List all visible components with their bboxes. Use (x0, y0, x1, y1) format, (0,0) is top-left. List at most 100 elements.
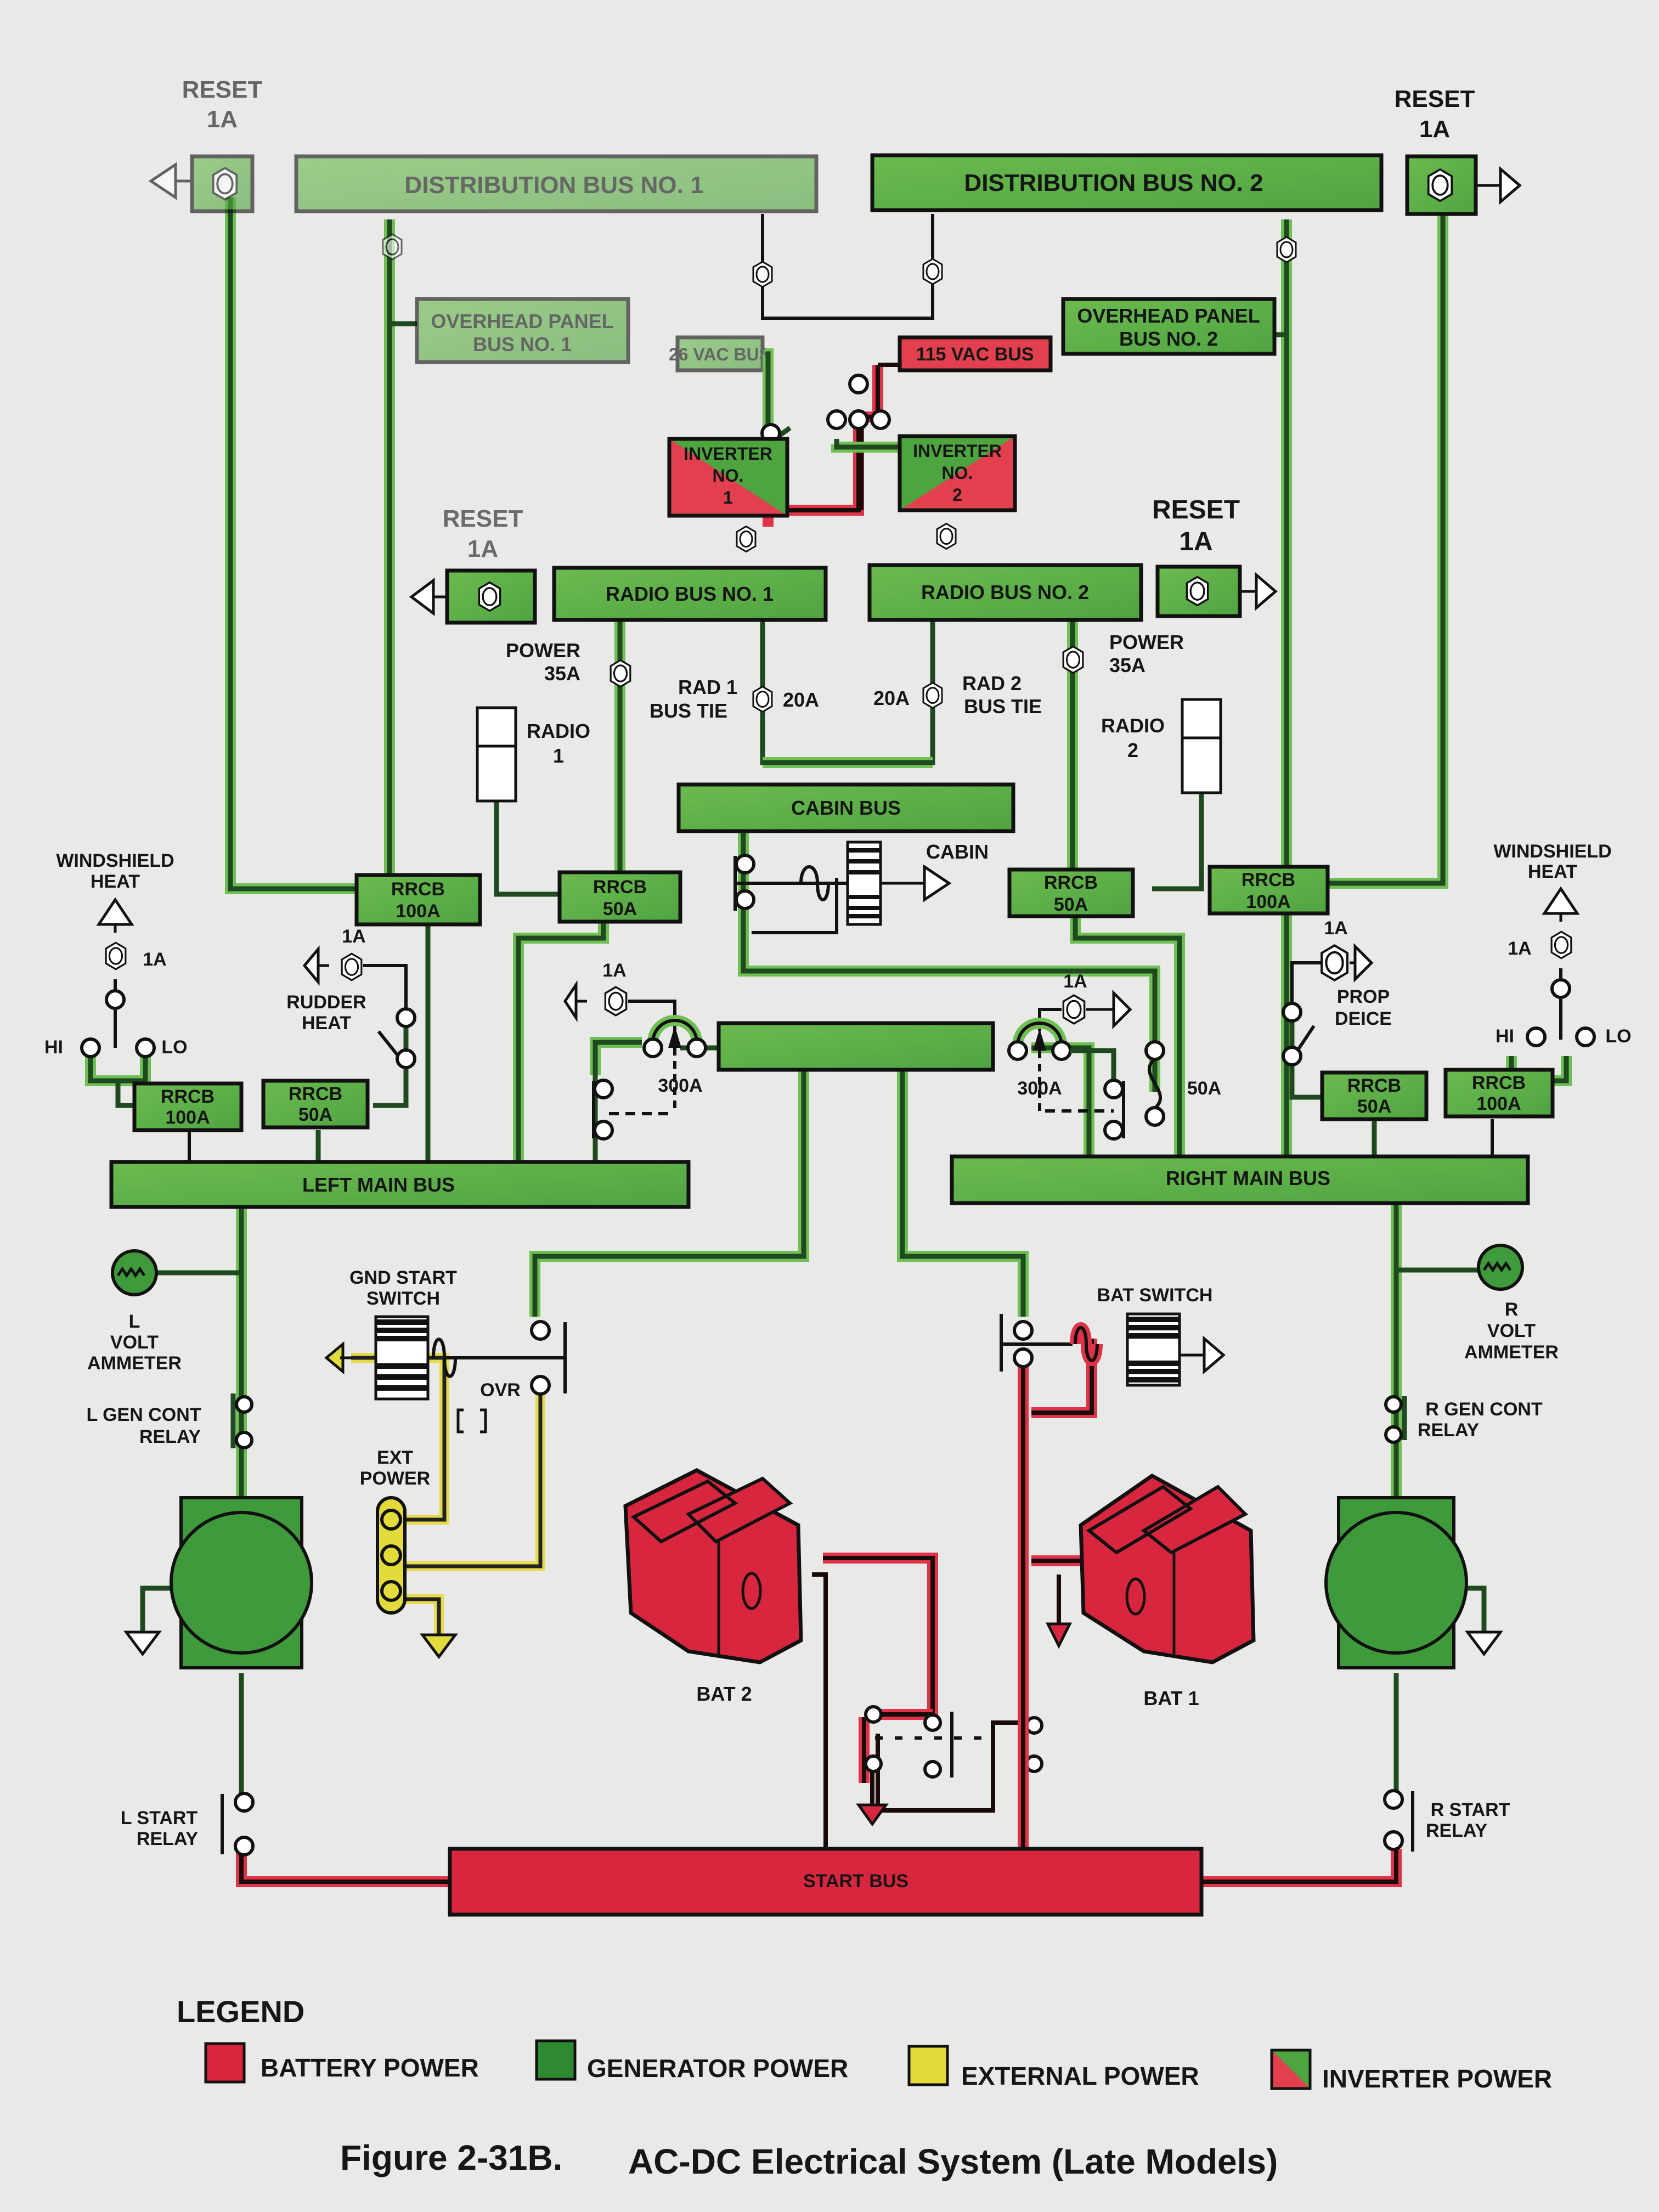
inverter-2: INVERTER NO. 2 (898, 434, 1017, 549)
circuit-breaker-icon[interactable] (383, 234, 402, 259)
inverter-label-2: NO. (942, 463, 973, 483)
ground-icon (420, 1633, 458, 1660)
right-start-relay[interactable]: R START RELAY (1383, 1789, 1510, 1852)
bus-label: CABIN BUS (791, 797, 901, 819)
rrcb-right-lower-50a[interactable]: RRCB 50A (1320, 1070, 1429, 1121)
output-arrow-icon (1476, 166, 1522, 205)
cabin-label: CABIN (926, 840, 989, 863)
output-arrow-icon (96, 897, 134, 933)
relay-terminal-icon (1007, 1040, 1028, 1061)
rrcb-right-upper-100a[interactable]: RRCB 100A (1207, 865, 1330, 916)
relay-label: RELAY (137, 1829, 198, 1849)
circuit-breaker-icon[interactable] (605, 987, 626, 1015)
bus-tie-label: BUS TIE (964, 695, 1042, 718)
rrcb-left-lower-50a[interactable]: RRCB 50A (261, 1079, 370, 1130)
circuit-breaker-icon[interactable] (1429, 170, 1452, 201)
output-arrow-icon (1180, 1335, 1226, 1375)
rrcb-right-lower-100a[interactable]: RRCB 100A (1443, 1068, 1555, 1119)
left-start-relay[interactable]: L START RELAY (121, 1792, 255, 1857)
switch-terminal-icon (1013, 1347, 1034, 1368)
rudder-amps: 1A (342, 926, 365, 947)
hi-label: HI (1496, 1026, 1514, 1047)
circuit-breaker-icon[interactable] (1322, 945, 1347, 980)
rudder-label: HEAT (302, 1013, 351, 1034)
circuit-breaker-icon[interactable] (753, 262, 772, 287)
bus-tie-breaker-icon[interactable] (923, 683, 942, 708)
circuit-breaker-icon[interactable] (923, 259, 942, 284)
circuit-breaker-icon[interactable] (737, 527, 755, 552)
vac115-bus: 115 VAC BUS (898, 335, 1053, 373)
rrcb-label: RRCB (391, 879, 445, 900)
relay-terminal-icon (1025, 1716, 1043, 1735)
output-arrow-icon (1086, 989, 1132, 1030)
switch-terminal-icon (105, 989, 126, 1010)
battery-switch[interactable]: BAT SWITCH (1000, 1285, 1226, 1387)
relay-terminal-icon (735, 889, 755, 910)
switch-label: GND START (349, 1267, 457, 1288)
output-arrow-icon (302, 945, 329, 986)
output-arrow-icon (1542, 886, 1580, 922)
output-arrow-icon (409, 578, 447, 616)
circuit-breaker-icon[interactable] (1063, 995, 1084, 1024)
generator-icon (1324, 1511, 1468, 1655)
ground-icon (1465, 1630, 1503, 1657)
circuit-breaker-icon[interactable] (1277, 237, 1296, 262)
switch-terminal-icon (530, 1320, 551, 1341)
rrcb-rating: 50A (603, 899, 637, 919)
circuit-breaker-icon[interactable] (213, 168, 237, 200)
prop-label: DEICE (1335, 1008, 1392, 1029)
battery-label: BAT 1 (1143, 1687, 1199, 1709)
switch-label: BAT SWITCH (1097, 1285, 1213, 1306)
reset-amps: 1A (1179, 527, 1212, 556)
switch-terminal-icon (396, 1007, 416, 1028)
limiter-indicator-amps: 1A (602, 960, 626, 981)
ammeter-label: L (129, 1311, 140, 1332)
relay-label: RELAY (139, 1426, 201, 1447)
current-limiter-left[interactable]: 1A 300A (563, 960, 707, 1141)
ammeter-label: VOLT (1487, 1321, 1536, 1341)
left-generator (123, 1496, 313, 1669)
current-limiter-right[interactable]: 1A 300A 50A (1007, 971, 1221, 1141)
switch-label: SWITCH (366, 1288, 440, 1309)
relay-label: R GEN CONT (1425, 1399, 1543, 1420)
relay-terminal-icon (1384, 1395, 1403, 1414)
rrcb-label: RRCB (161, 1086, 215, 1107)
circuit-breaker-icon[interactable] (106, 943, 126, 969)
output-arrow-icon (1350, 943, 1374, 983)
circuit-breaker-icon[interactable] (1187, 577, 1207, 606)
overhead-label-1: OVERHEAD PANEL (1077, 304, 1260, 327)
right-main-bus: RIGHT MAIN BUS (950, 1154, 1530, 1205)
circuit-breaker-icon[interactable] (1551, 932, 1571, 958)
cabin-switch[interactable]: CABIN (733, 840, 989, 926)
right-gen-control-relay[interactable]: R GEN CONT RELAY (1384, 1395, 1543, 1444)
rudder-heat: 1A RUDDER HEAT (286, 926, 416, 1069)
legend-item-generator: GENERATOR POWER (535, 2039, 848, 2083)
switch-terminal-icon (1575, 1026, 1596, 1047)
rrcb-rating: 100A (1476, 1093, 1521, 1114)
figure-title: AC-DC Electrical System (Late Models) (628, 2142, 1278, 2181)
relay-terminal-icon (923, 1760, 942, 1779)
left-gen-control-relay[interactable]: L GEN CONT RELAY (86, 1393, 253, 1449)
power-circuit-breaker-icon[interactable] (1063, 646, 1083, 673)
circuit-breaker-icon[interactable] (937, 524, 956, 549)
right-volt-ammeter: R VOLT AMMETER (1464, 1244, 1559, 1363)
battery-relays[interactable] (856, 1705, 1043, 1827)
prop-amps: 1A (1324, 918, 1347, 939)
power-circuit-breaker-icon[interactable] (611, 660, 630, 686)
bus-tie-breaker-icon[interactable] (753, 687, 772, 712)
circuit-breaker-icon[interactable] (342, 953, 362, 980)
radio-bus-2: RADIO BUS NO. 2 (867, 563, 1143, 622)
rrcb-left-upper-100a[interactable]: RRCB 100A (354, 873, 482, 927)
overhead-label-1: OVERHEAD PANEL (431, 310, 613, 332)
breaker-amps: 50A (1187, 1078, 1221, 1099)
legend-item-inverter: INVERTER POWER (1270, 2049, 1552, 2093)
breaker-terminal-icon (1144, 1106, 1165, 1127)
rrcb-left-upper-50a[interactable]: RRCB 50A (557, 870, 682, 924)
rrcb-label: RRCB (1472, 1073, 1526, 1093)
rrcb-right-upper-50a[interactable]: RRCB 50A (1007, 867, 1135, 918)
figure-number: Figure 2-31B. (340, 2138, 562, 2177)
circuit-breaker-icon[interactable] (479, 583, 500, 611)
external-power-receptacle[interactable]: EXT POWER (360, 1447, 458, 1660)
rrcb-left-lower-100a[interactable]: RRCB 100A (132, 1081, 244, 1132)
ground-start-switch[interactable]: GND START SWITCH OVR (324, 1267, 551, 1434)
